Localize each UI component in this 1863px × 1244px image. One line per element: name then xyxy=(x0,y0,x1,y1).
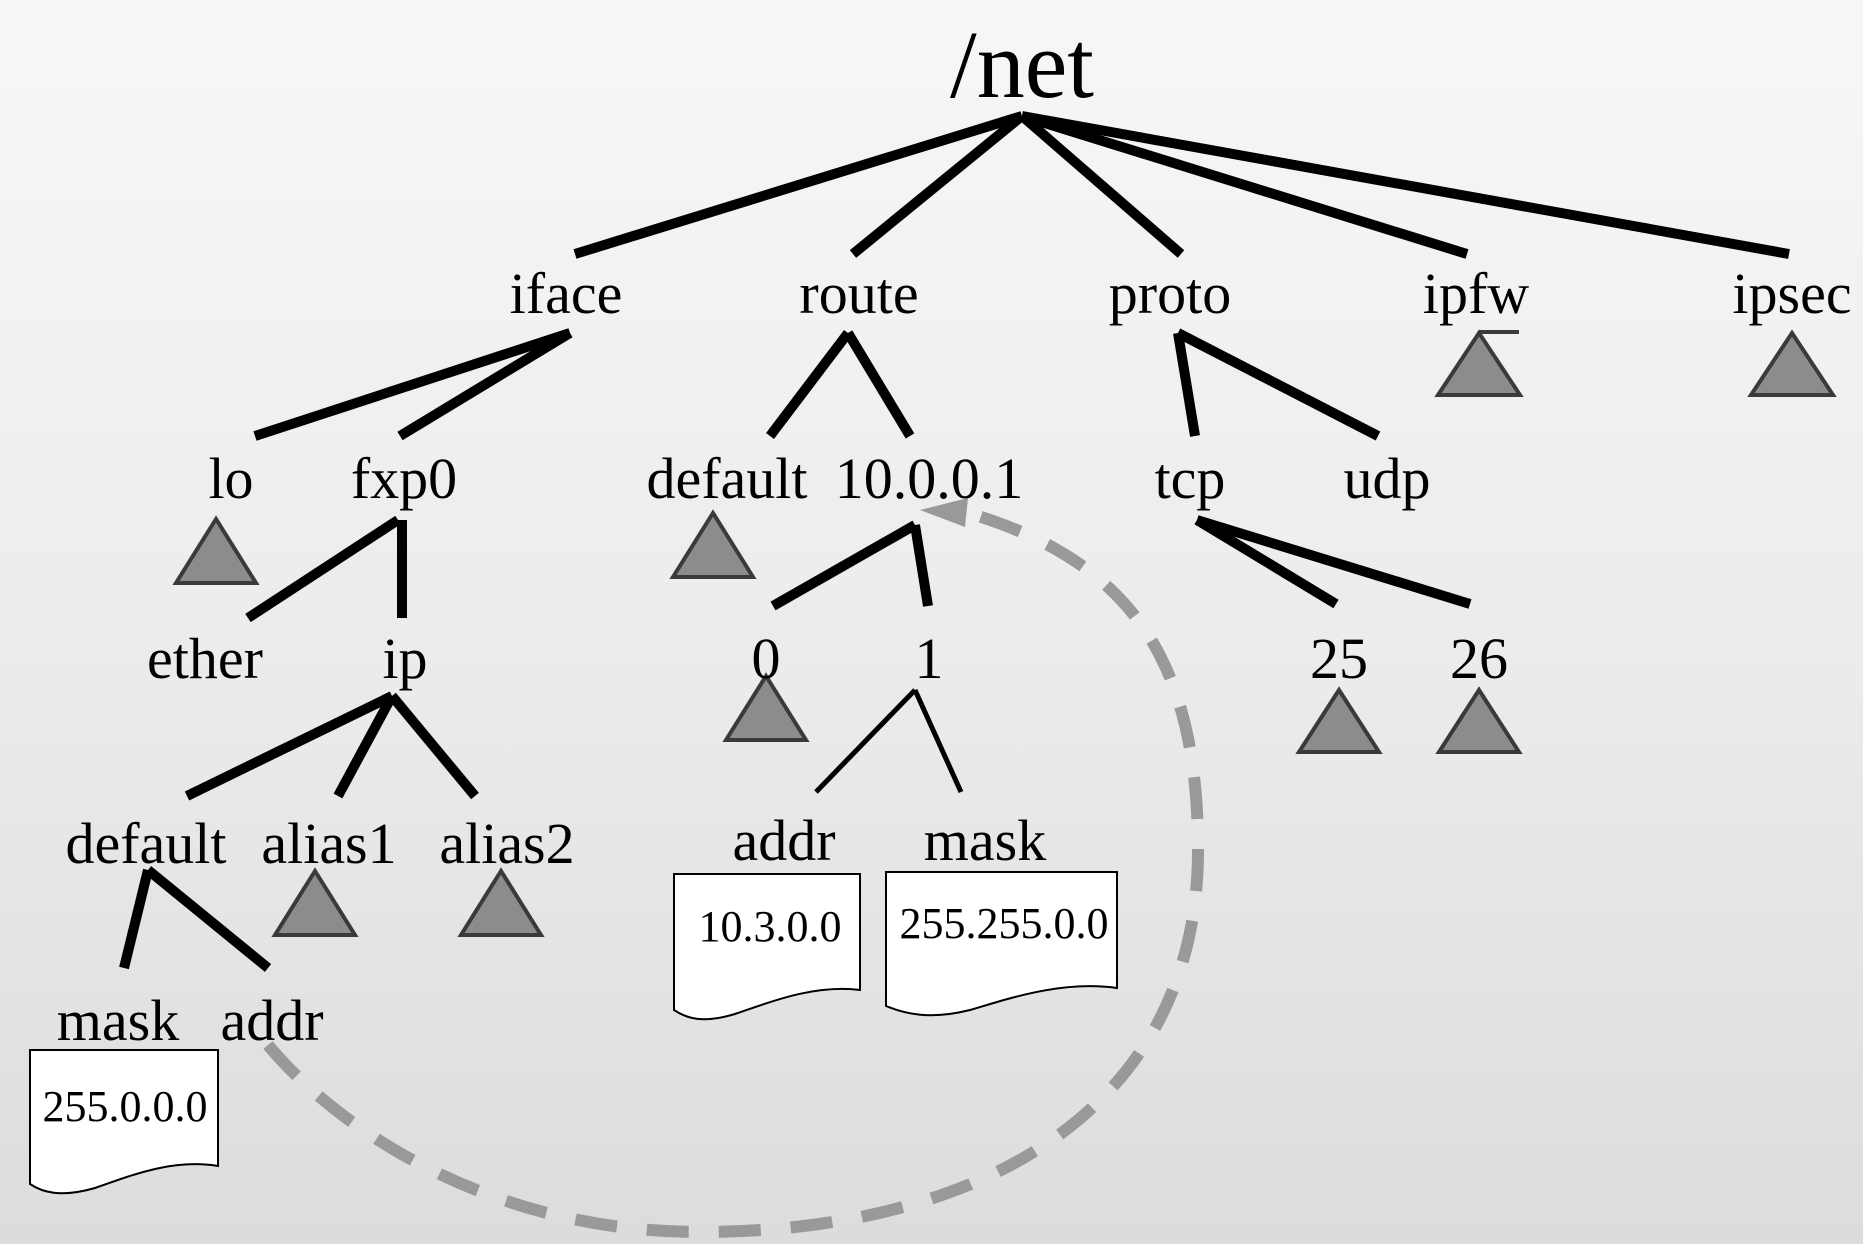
edge-iface-lo xyxy=(253,328,572,441)
edge-proto-udp xyxy=(1175,328,1381,441)
tcp25-triangle-icon xyxy=(1295,686,1383,754)
reference-link xyxy=(263,498,1205,1239)
node-labels: /net iface route proto ipfw ipsec lo fxp… xyxy=(43,11,1852,1131)
node-proto: proto xyxy=(1109,261,1231,326)
route-addr-document xyxy=(673,873,861,1021)
node-iface: iface xyxy=(510,261,623,326)
edge-ipdefault-addr xyxy=(144,866,272,972)
edge-net-proto xyxy=(1018,112,1185,258)
route-mask-document xyxy=(885,871,1118,1017)
reference-dashed-path xyxy=(263,506,1205,1239)
node-ipfw: ipfw xyxy=(1423,261,1529,326)
edge-net-ipfw xyxy=(1020,111,1469,259)
node-ip: ip xyxy=(382,626,427,691)
node-ip-default: default xyxy=(65,811,226,876)
node-udp: udp xyxy=(1344,446,1431,511)
edge-ipdefault-mask xyxy=(119,868,153,970)
ipfw-triangle-icon xyxy=(1434,329,1524,397)
tcp26-triangle-icon xyxy=(1435,686,1523,754)
edge-1-addr xyxy=(814,688,917,794)
node-tcp: tcp xyxy=(1155,446,1226,511)
node-route-entry1: 1 xyxy=(915,626,944,691)
node-route-mask: mask xyxy=(924,808,1046,873)
node-route-default: default xyxy=(646,446,807,511)
edge-net-ipsec xyxy=(1021,111,1790,259)
node-ipdefault-mask: mask xyxy=(57,988,179,1053)
edge-proto-tcp xyxy=(1173,332,1200,437)
route-default-triangle-icon xyxy=(669,509,757,579)
ipsec-triangle-icon xyxy=(1747,329,1837,397)
edge-route-default xyxy=(766,329,852,440)
node-route-10001: 10.0.0.1 xyxy=(835,446,1024,511)
value-route-mask: 255.255.0.0 xyxy=(900,899,1109,948)
value-ipdefault-mask: 255.0.0.0 xyxy=(43,1082,208,1131)
edge-fxp0-ether xyxy=(245,515,401,623)
node-fxp0: fxp0 xyxy=(351,446,457,511)
node-ether: ether xyxy=(147,626,263,691)
value-route-addr: 10.3.0.0 xyxy=(699,902,842,951)
edge-ip-default xyxy=(184,691,395,801)
lo-triangle-icon xyxy=(172,515,260,585)
alias2-triangle-icon xyxy=(457,867,545,937)
edge-iface-fxp0 xyxy=(397,328,573,441)
edge-1-mask xyxy=(912,688,964,794)
node-alias2: alias2 xyxy=(439,811,574,876)
node-ipsec: ipsec xyxy=(1732,261,1851,326)
edge-tcp-26 xyxy=(1195,515,1472,609)
alias1-triangle-icon xyxy=(271,867,359,937)
node-tcp-26: 26 xyxy=(1450,626,1508,691)
root-label: /net xyxy=(950,11,1094,118)
reference-arrowhead xyxy=(920,498,968,527)
value-documents xyxy=(29,871,1118,1195)
edge-ip-alias2 xyxy=(388,692,479,800)
node-route-addr: addr xyxy=(732,808,835,873)
node-ipdefault-addr: addr xyxy=(220,988,323,1053)
edge-route-10001 xyxy=(843,330,915,439)
subtree-markers xyxy=(172,329,1837,937)
node-lo: lo xyxy=(208,446,253,511)
ipdefault-mask-document xyxy=(29,1049,219,1195)
node-route: route xyxy=(799,261,918,326)
node-route-entry0: 0 xyxy=(752,626,781,691)
route-entry0-triangle-icon xyxy=(722,672,810,742)
edge-net-route xyxy=(849,112,1026,258)
node-alias1: alias1 xyxy=(261,811,396,876)
edge-tcp-25 xyxy=(1194,515,1339,609)
edge-10001-1 xyxy=(910,524,933,607)
node-tcp-25: 25 xyxy=(1310,626,1368,691)
edge-10001-0 xyxy=(770,520,918,611)
edge-ip-alias1 xyxy=(333,693,397,799)
tree-edges xyxy=(119,111,1790,972)
edge-net-iface xyxy=(573,111,1024,259)
